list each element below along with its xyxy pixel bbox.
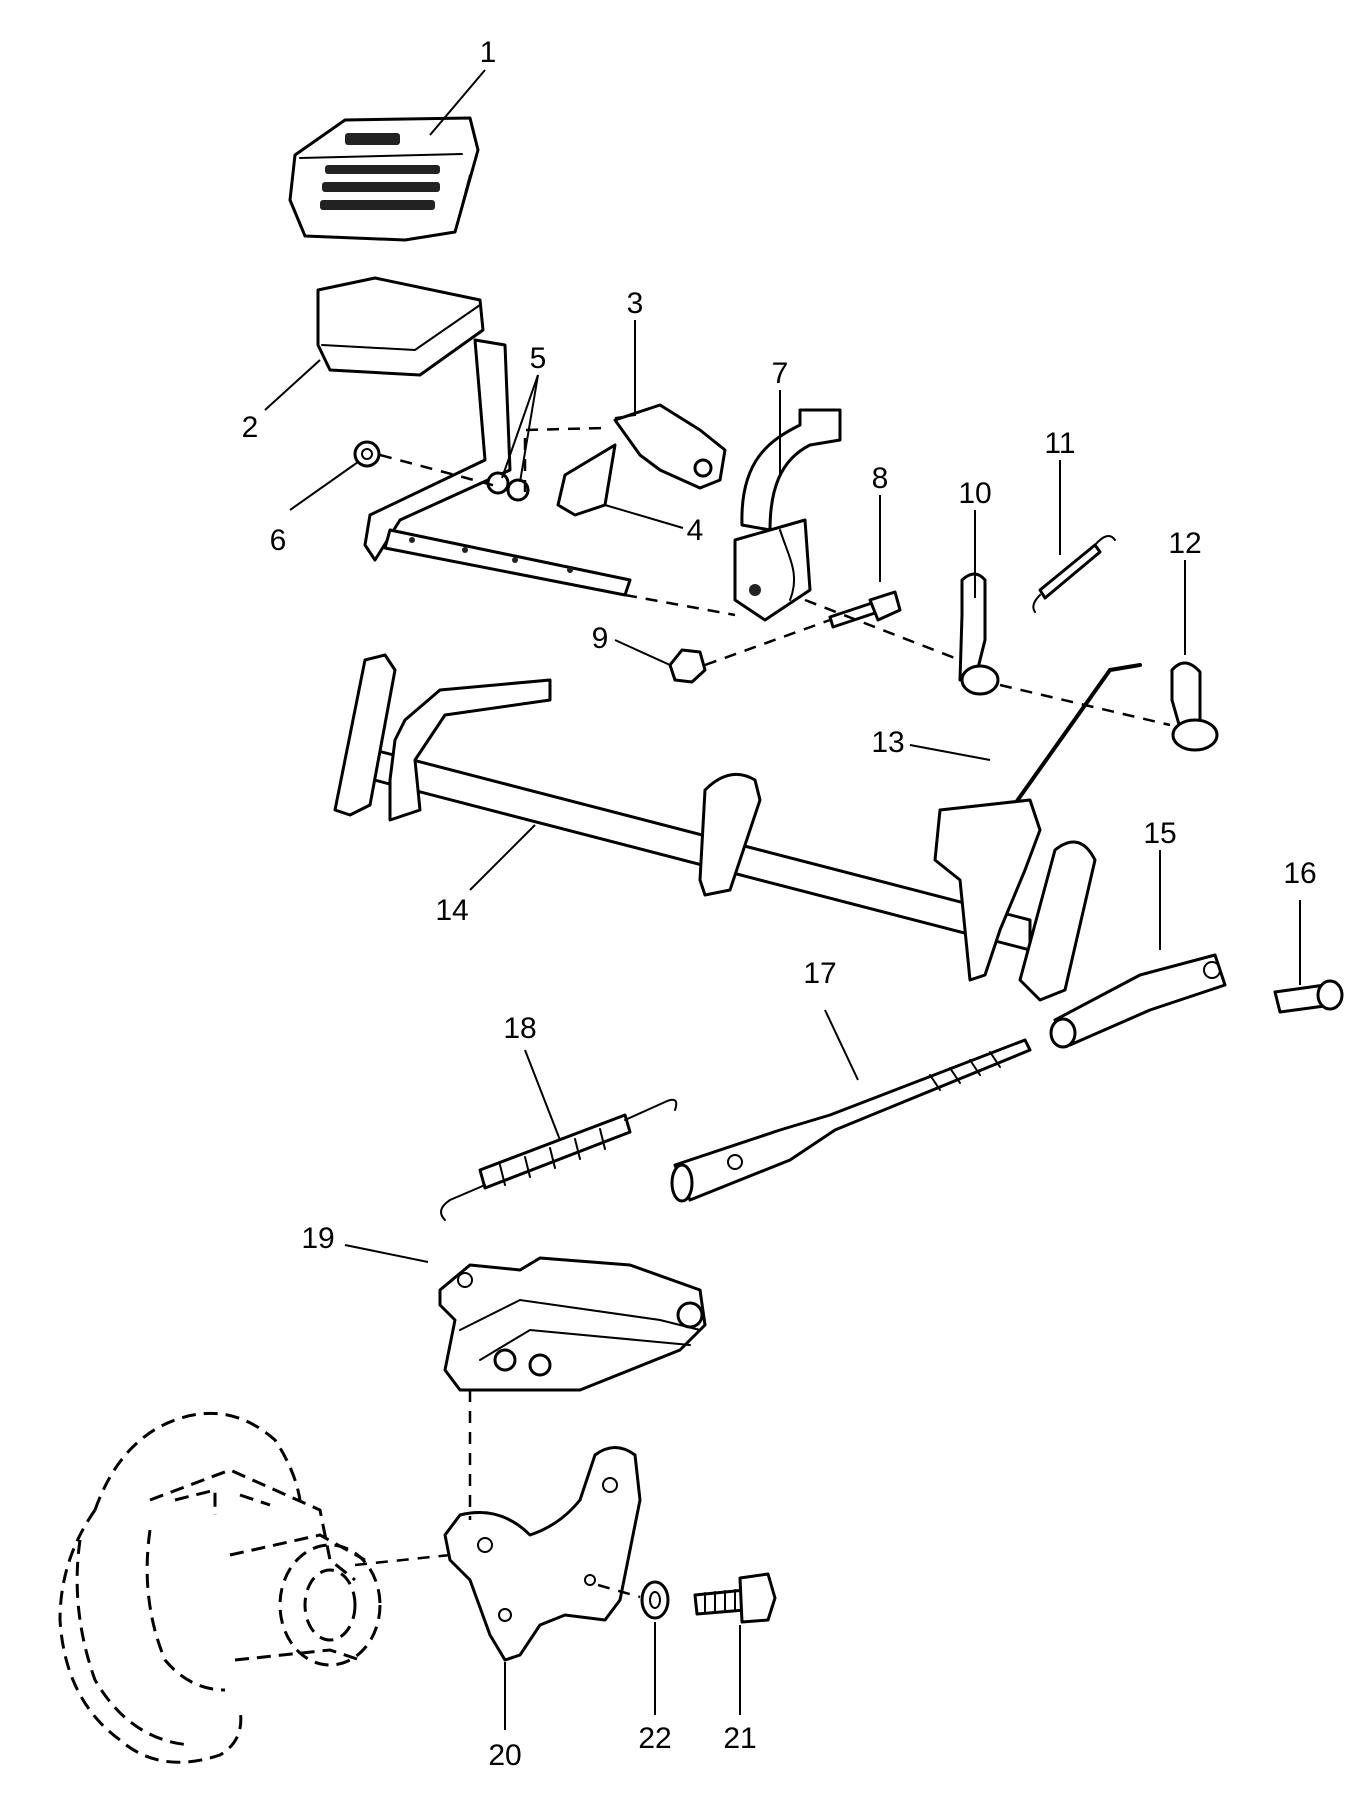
part-9-nut xyxy=(668,648,707,684)
part-20-mounting-bracket xyxy=(443,1446,642,1662)
part-17-brake-rod xyxy=(670,1038,1032,1203)
part-18-return-spring xyxy=(440,1098,678,1221)
callout-3: 3 xyxy=(627,287,644,320)
callout-6: 6 xyxy=(270,524,287,557)
callout-9: 9 xyxy=(592,622,609,655)
callout-12: 12 xyxy=(1168,527,1201,560)
callout-21: 21 xyxy=(723,1722,756,1755)
part-19-brake-caliper xyxy=(438,1256,707,1392)
callout-labels: 1 2 3 4 5 6 7 8 9 10 11 12 13 14 15 16 1… xyxy=(242,36,1317,1772)
leader-lines xyxy=(264,69,1301,1730)
callout-2: 2 xyxy=(242,411,259,444)
part-5-spacers xyxy=(486,471,530,502)
callout-22: 22 xyxy=(638,1722,671,1755)
callout-13: 13 xyxy=(871,726,904,759)
callout-4: 4 xyxy=(687,514,704,547)
callout-1: 1 xyxy=(480,36,497,69)
callout-17: 17 xyxy=(803,957,836,990)
part-11-spring xyxy=(1032,535,1116,613)
callout-14: 14 xyxy=(435,894,468,927)
part-4-lever xyxy=(556,443,617,517)
part-16-pin xyxy=(1273,979,1344,1014)
part-1-pedal-pad-cover xyxy=(288,116,480,242)
part-7-pedal-arm xyxy=(733,408,842,622)
callout-10: 10 xyxy=(958,477,991,510)
callout-18: 18 xyxy=(503,1012,536,1045)
callout-19: 19 xyxy=(301,1222,334,1255)
part-3-bracket xyxy=(613,403,727,490)
callout-8: 8 xyxy=(872,462,889,495)
part-10-lever xyxy=(958,572,1000,696)
part-8-bolt xyxy=(828,590,902,629)
part-6-nut xyxy=(353,440,381,468)
callout-11: 11 xyxy=(1044,427,1075,460)
part-12-lever xyxy=(1170,661,1219,752)
part-14-cross-shaft xyxy=(333,653,1097,1002)
callout-20: 20 xyxy=(488,1739,521,1772)
alignment-lines xyxy=(354,426,1171,1599)
callout-16: 16 xyxy=(1283,857,1316,890)
callout-15: 15 xyxy=(1143,817,1176,850)
callout-7: 7 xyxy=(772,357,789,390)
part-21-cap-screw xyxy=(693,1572,777,1624)
part-15-clevis xyxy=(1049,953,1227,1049)
axle-housing-outline xyxy=(58,1411,382,1764)
callout-5: 5 xyxy=(530,342,547,375)
part-22-lock-washer xyxy=(640,1580,670,1620)
part-2-brake-pedal xyxy=(316,276,632,597)
